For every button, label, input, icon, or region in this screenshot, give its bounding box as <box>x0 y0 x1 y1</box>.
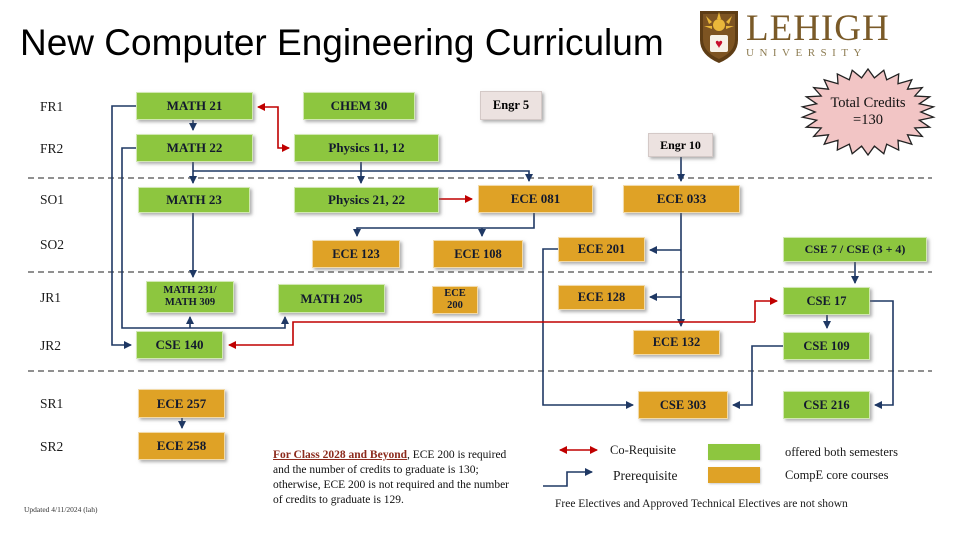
row-label-sr1: SR1 <box>40 396 64 411</box>
row-label-sr2: SR2 <box>40 439 64 454</box>
starburst-icon <box>800 67 936 157</box>
year-separator-lines <box>28 177 932 372</box>
row-label-so2: SO2 <box>40 237 65 252</box>
course-physics-21-22: Physics 21, 22 <box>294 187 439 213</box>
legend-orange-swatch <box>708 467 760 483</box>
course-engr10: Engr 10 <box>648 133 713 157</box>
row-label-fr2: FR2 <box>40 141 64 156</box>
course-ece132: ECE 132 <box>633 330 720 355</box>
course-ece081: ECE 081 <box>478 185 593 213</box>
note-body: , ECE 200 is required and the number of … <box>273 449 510 506</box>
row-label-jr2: JR2 <box>40 338 62 353</box>
row-label-fr1: FR1 <box>40 99 64 114</box>
lehigh-shield-icon: ♥ <box>700 11 738 63</box>
legend-prereq-arrow-icon <box>543 468 593 487</box>
page-title: New Computer Engineering Curriculum <box>20 22 664 63</box>
course-ece257: ECE 257 <box>138 389 225 418</box>
legend-green-swatch <box>708 444 760 460</box>
course-ece201: ECE 201 <box>558 237 645 262</box>
course-ece123: ECE 123 <box>312 240 400 268</box>
course-cse7-cse34: CSE 7 / CSE (3 + 4) <box>783 237 927 262</box>
course-ece128: ECE 128 <box>558 285 645 310</box>
legend-coreq-label: Co-Requisite <box>610 443 676 457</box>
lehigh-logo: ♥ LEHIGH UNIVERSITY <box>698 10 890 64</box>
total-credits-line1: Total Credits <box>830 94 906 111</box>
svg-text:♥: ♥ <box>715 36 723 51</box>
course-ece200: ECE 200 <box>432 286 478 314</box>
ece200-note: For Class 2028 and Beyond, ECE 200 is re… <box>273 448 516 508</box>
row-label-so1: SO1 <box>40 192 65 207</box>
course-math22: MATH 22 <box>136 134 253 162</box>
corequisite-arrows <box>228 103 778 349</box>
course-cse216: CSE 216 <box>783 391 870 419</box>
course-cse17: CSE 17 <box>783 287 870 315</box>
legend-green-label: offered both semesters <box>785 445 898 459</box>
row-label-jr1: JR1 <box>40 290 62 305</box>
course-cse303: CSE 303 <box>638 391 728 419</box>
course-ece108: ECE 108 <box>433 240 523 268</box>
electives-footnote: Free Electives and Approved Technical El… <box>555 498 848 510</box>
legend-orange-label: CompE core courses <box>785 468 889 482</box>
course-math205: MATH 205 <box>278 284 385 313</box>
course-physics-11-12: Physics 11, 12 <box>294 134 439 162</box>
course-cse109: CSE 109 <box>783 332 870 360</box>
course-math23: MATH 23 <box>138 187 250 213</box>
lehigh-university-text: UNIVERSITY <box>746 47 867 59</box>
course-ece258: ECE 258 <box>138 432 225 460</box>
legend-prereq-label: Prerequisite <box>613 468 678 483</box>
total-credits-line2: =130 <box>853 112 883 128</box>
course-cse140: CSE 140 <box>136 331 223 359</box>
total-credits-badge: Total Credits =130 <box>800 66 936 158</box>
course-math21: MATH 21 <box>136 92 253 120</box>
course-math231-math309: MATH 231/ MATH 309 <box>146 281 234 313</box>
course-ece033: ECE 033 <box>623 185 740 213</box>
updated-stamp: Updated 4/11/2024 (lah) <box>24 505 98 514</box>
course-engr5: Engr 5 <box>480 91 542 120</box>
prerequisite-arrows <box>111 105 894 429</box>
lehigh-wordmark: LEHIGH <box>746 8 890 49</box>
course-chem30: CHEM 30 <box>303 92 415 120</box>
note-highlight: For Class 2028 and Beyond <box>273 449 407 461</box>
